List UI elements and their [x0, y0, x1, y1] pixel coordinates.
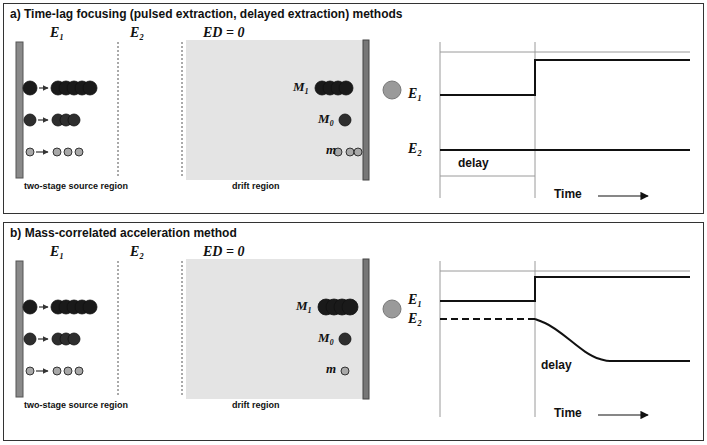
e2-initial: [440, 318, 535, 320]
ion-packet: [339, 114, 351, 126]
drift-region: [186, 259, 363, 399]
level-guide: [440, 271, 690, 272]
time-axis: [440, 261, 441, 417]
panel-title: a) Time-lag focusing (pulsed extraction,…: [10, 7, 403, 21]
field-symbol: E₁: [50, 25, 64, 40]
drift-region: [186, 40, 363, 180]
e2-trace: [440, 149, 690, 151]
mass-label: M₀: [318, 112, 334, 126]
ion-packet: [68, 114, 80, 126]
field-symbol: ED = 0: [203, 244, 244, 259]
ion-packet: [68, 333, 80, 345]
mass-label: M₁: [296, 299, 312, 313]
mass-label: m: [326, 143, 336, 157]
field-symbol: E₂: [130, 244, 144, 259]
ion-packet: [83, 81, 97, 95]
ion-packet: [346, 148, 354, 156]
field-symbol: E₂: [408, 311, 422, 326]
acceleration-grid: [182, 261, 183, 397]
ion-arrow: [38, 119, 48, 120]
time-arrow: [598, 195, 648, 196]
time-arrow: [598, 414, 648, 415]
ion-packet: [354, 148, 362, 156]
ion-packet: [339, 81, 353, 95]
extraction-grid: [118, 42, 119, 178]
ion-arrow: [36, 151, 48, 152]
repeller-plate: [16, 42, 23, 178]
panel-illustration: [16, 40, 690, 198]
detector-plate: [363, 40, 369, 180]
repeller-plate: [16, 261, 23, 397]
ion-packet: [341, 367, 349, 375]
ion-arrow: [36, 370, 48, 371]
ion-arrow: [39, 87, 48, 88]
field-symbol: E₂: [130, 25, 144, 40]
e1-trace: [440, 277, 690, 301]
region-label: two-stage source region: [24, 401, 128, 411]
delay-label: delay: [458, 157, 489, 170]
ion-packet: [53, 367, 61, 375]
ion: [24, 333, 36, 345]
axis-label: Time: [554, 407, 582, 420]
e1-trace: [440, 60, 690, 95]
extraction-grid: [118, 261, 119, 397]
ion-packet: [64, 148, 72, 156]
ion-packet: [83, 300, 97, 314]
mass-label: M₀: [318, 331, 334, 345]
ion-packet: [75, 148, 83, 156]
ion: [26, 367, 34, 375]
region-label: two-stage source region: [24, 182, 128, 192]
panel-illustration: [16, 259, 690, 417]
field-symbol: E₁: [408, 292, 422, 307]
time-axis: [440, 42, 441, 198]
field-symbol: ED = 0: [203, 25, 244, 40]
detector-plate: [363, 259, 369, 399]
ion-packet: [75, 367, 83, 375]
panel-title: b) Mass-correlated acceleration method: [10, 226, 237, 240]
detector-signal: [383, 81, 401, 99]
ion: [23, 300, 37, 314]
delay-guide: [440, 176, 535, 177]
ion-packet: [64, 367, 72, 375]
acceleration-grid: [182, 42, 183, 178]
level-guide: [440, 52, 690, 53]
ion-packet: [339, 333, 351, 345]
ion-packet: [53, 148, 61, 156]
e2-trace: [535, 319, 690, 361]
detector-signal: [383, 300, 401, 318]
field-symbol: E₁: [50, 244, 64, 259]
ion: [23, 81, 37, 95]
ion: [26, 148, 34, 156]
ion-packet: [342, 299, 358, 315]
ion: [24, 114, 36, 126]
region-label: drift region: [232, 182, 280, 192]
mass-label: m: [326, 362, 336, 376]
axis-label: Time: [554, 188, 582, 201]
delay-label: delay: [541, 359, 572, 372]
ion-arrow: [39, 306, 48, 307]
field-symbol: E₁: [408, 86, 422, 101]
ion-arrow: [38, 338, 48, 339]
region-label: drift region: [232, 401, 280, 411]
field-symbol: E₂: [408, 141, 422, 156]
mass-label: M₁: [293, 80, 309, 94]
